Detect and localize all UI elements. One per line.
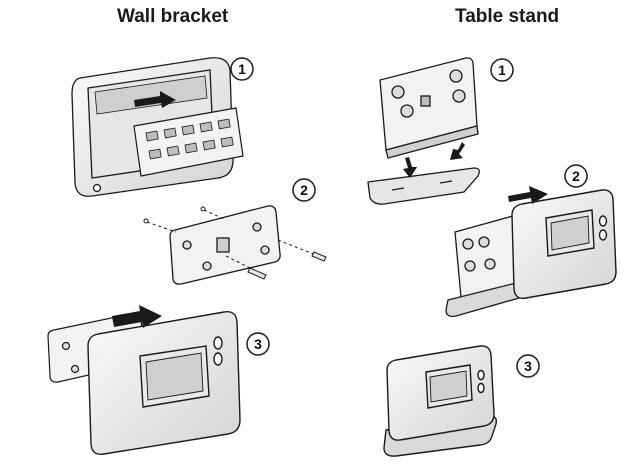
table-step1-stand-foot [367, 167, 480, 205]
table-step3-thermostat-on-stand [383, 345, 498, 457]
svg-text:3: 3 [254, 336, 262, 352]
svg-text:2: 2 [572, 168, 580, 184]
wall-step3-arrow [112, 305, 162, 328]
table-step1-back-plate [379, 57, 479, 159]
wall-bracket-heading: Wall bracket [117, 6, 229, 27]
svg-text:1: 1 [238, 61, 246, 77]
svg-text:1: 1 [498, 62, 506, 78]
table-step1-marker: 1 [490, 58, 514, 82]
table-step2-arrow [508, 186, 548, 204]
table-step2-thermostat [511, 189, 617, 299]
wall-step3-marker: 3 [246, 332, 270, 356]
svg-text:3: 3 [524, 358, 532, 374]
wall-step2-screws [143, 206, 327, 280]
table-stand-heading: Table stand [455, 6, 560, 27]
table-step2-marker: 2 [564, 164, 588, 188]
wall-step1-arrow [134, 91, 176, 108]
table-step1-arrows [403, 142, 465, 178]
wall-step2-bracket-plate [169, 205, 281, 285]
wall-step2-marker: 2 [292, 178, 316, 202]
wall-step3-thermostat [87, 311, 241, 455]
wall-step1-bracket-plate [133, 107, 244, 177]
table-step3-marker: 3 [516, 354, 540, 378]
svg-text:2: 2 [300, 182, 308, 198]
wall-step1-marker: 1 [230, 57, 254, 81]
